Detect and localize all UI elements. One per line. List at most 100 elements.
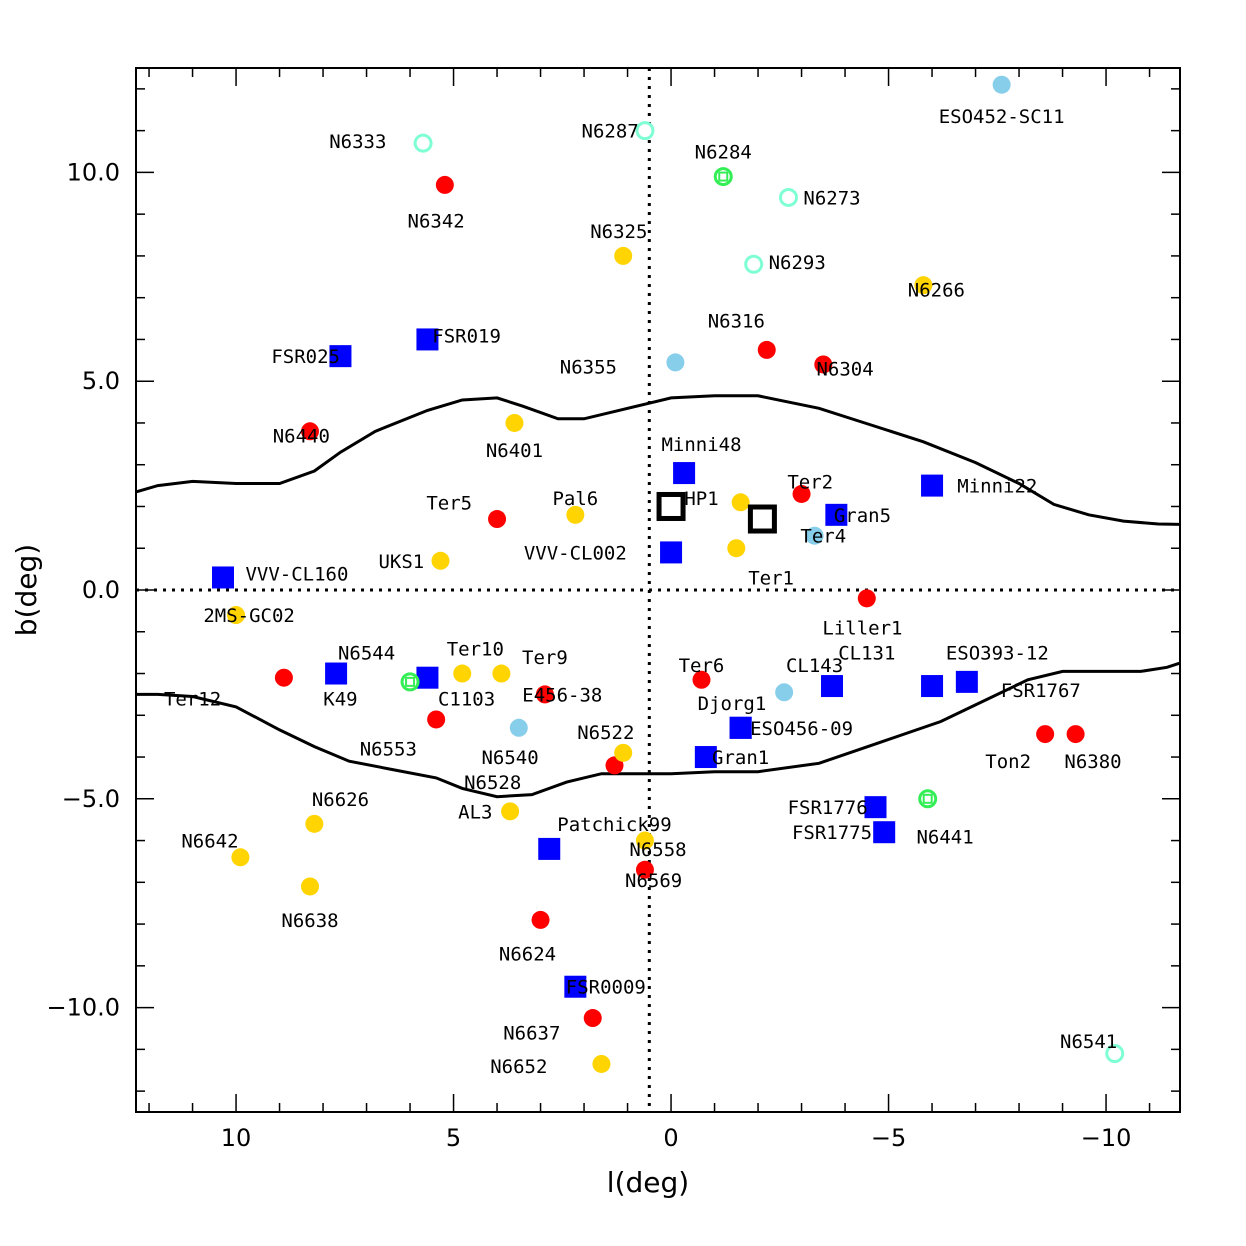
x-axis-title: l(deg) [607, 1166, 689, 1199]
marker-fsr0009 [564, 975, 587, 998]
reference-lines [136, 68, 1180, 1112]
marker-ter2 [792, 484, 811, 503]
label-n6528: N6528 [464, 772, 521, 794]
marker-vvv-cl160 [212, 566, 234, 589]
marker-cl143 [775, 683, 794, 702]
y-tick-label: 5.0 [82, 367, 120, 395]
marker-n6626 [305, 814, 324, 833]
marker-n6316 [757, 340, 776, 359]
x-tick-label: −10 [1081, 1124, 1132, 1152]
marker-n6287 [635, 121, 655, 141]
marker-pal6 [566, 505, 585, 524]
marker-n6441-inner [922, 793, 933, 804]
label-ter5: Ter5 [426, 492, 472, 514]
label-e456-38: E456-38 [522, 684, 602, 706]
marker-fsr1775 [873, 821, 896, 844]
marker-cl131 [821, 675, 843, 698]
marker-n6553 [427, 710, 446, 729]
marker-n6638 [301, 877, 319, 896]
marker-ter5 [488, 510, 507, 529]
label-n6284: N6284 [695, 142, 752, 164]
label-ter6: Ter6 [679, 655, 725, 677]
marker-eso456-09 [729, 716, 752, 739]
curve-lower [136, 661, 1181, 799]
marker-fsr025 [329, 345, 352, 368]
marker-n6637 [583, 1009, 602, 1028]
label-n6540: N6540 [481, 747, 538, 769]
boundary-curves [135, 394, 1181, 799]
label-cl143: CL143 [786, 655, 843, 677]
marker-minni22 [921, 474, 944, 497]
label-fsr025: FSR025 [271, 346, 340, 368]
point-labels: N6342N6316N6304N6440Ter5Ter2Liller1Ter12… [164, 106, 1122, 1078]
marker-n6652 [592, 1054, 611, 1073]
label-n6342: N6342 [408, 210, 465, 232]
label-n6637: N6637 [503, 1023, 560, 1045]
marker-ter9 [492, 664, 511, 683]
marker-n6440 [301, 422, 319, 441]
label-gran1: Gran1 [712, 747, 769, 769]
y-axis-title: b(deg) [10, 544, 43, 636]
marker-hp1 [731, 493, 750, 512]
label-n6273: N6273 [803, 187, 860, 209]
marker-ton2 [1036, 725, 1055, 744]
label-n6553: N6553 [360, 739, 417, 761]
marker-eso393-12 [921, 675, 944, 698]
label-n6441: N6441 [916, 826, 973, 848]
label-ter4: Ter4 [800, 526, 846, 548]
x-tick-label: 0 [663, 1124, 678, 1152]
label-liller1: Liller1 [822, 618, 902, 640]
marker-n6522 [614, 743, 633, 762]
marker-open-square [747, 504, 777, 534]
marker-n6558 [635, 831, 654, 850]
marker-n6304 [814, 355, 833, 374]
label-n6440: N6440 [273, 425, 330, 447]
y-tick-label: 10.0 [67, 158, 120, 186]
label-ton2: Ton2 [985, 751, 1031, 773]
marker-eso452-sc11 [992, 75, 1011, 94]
marker-ter1 [727, 539, 746, 558]
marker-n6342 [435, 175, 454, 194]
label-n6266: N6266 [908, 279, 965, 301]
label-fsr1775: FSR1775 [792, 822, 872, 844]
label-n6304: N6304 [816, 359, 873, 381]
label-patchick99: Patchick99 [557, 814, 671, 836]
label-ter12: Ter12 [164, 689, 221, 711]
label-n6652: N6652 [490, 1056, 547, 1078]
marker-k49 [325, 662, 348, 685]
label-n6558: N6558 [629, 839, 686, 861]
label-k49: K49 [323, 689, 357, 711]
label-vvv-cl002: VVV-CL002 [524, 542, 627, 564]
marker-n6355 [666, 353, 685, 372]
marker-n6273 [779, 187, 798, 207]
label-n6401: N6401 [486, 440, 543, 462]
label-ter10: Ter10 [447, 638, 504, 660]
marker-open-square [656, 491, 686, 521]
label-n6642: N6642 [181, 831, 238, 853]
marker-ter10 [453, 664, 472, 683]
marker-fsr019 [416, 328, 439, 351]
label-n6569: N6569 [625, 870, 682, 892]
label-2ms-gc02: 2MS-GC02 [203, 605, 295, 627]
label-uks1: UKS1 [378, 551, 424, 573]
marker-n6266 [914, 276, 933, 295]
marker-n6380 [1066, 725, 1085, 744]
marker-n6540 [509, 718, 528, 737]
marker-n6325 [614, 246, 633, 265]
marker-n6541 [1105, 1044, 1125, 1064]
marker-n6544-inner [405, 676, 416, 687]
data-markers [212, 75, 1125, 1073]
marker-gran5 [825, 503, 848, 526]
marker-fsr1767 [955, 670, 978, 693]
marker-2ms-gc02 [227, 606, 246, 625]
marker-patchick99 [538, 837, 561, 860]
label-eso452-sc11: ESO452-SC11 [939, 106, 1065, 128]
marker-al3 [501, 802, 520, 821]
marker-fsr1776 [864, 796, 887, 819]
label-minni22: Minni22 [957, 476, 1037, 498]
label-n6355: N6355 [560, 357, 617, 379]
label-n6325: N6325 [590, 221, 647, 243]
marker-gran1 [694, 746, 717, 769]
